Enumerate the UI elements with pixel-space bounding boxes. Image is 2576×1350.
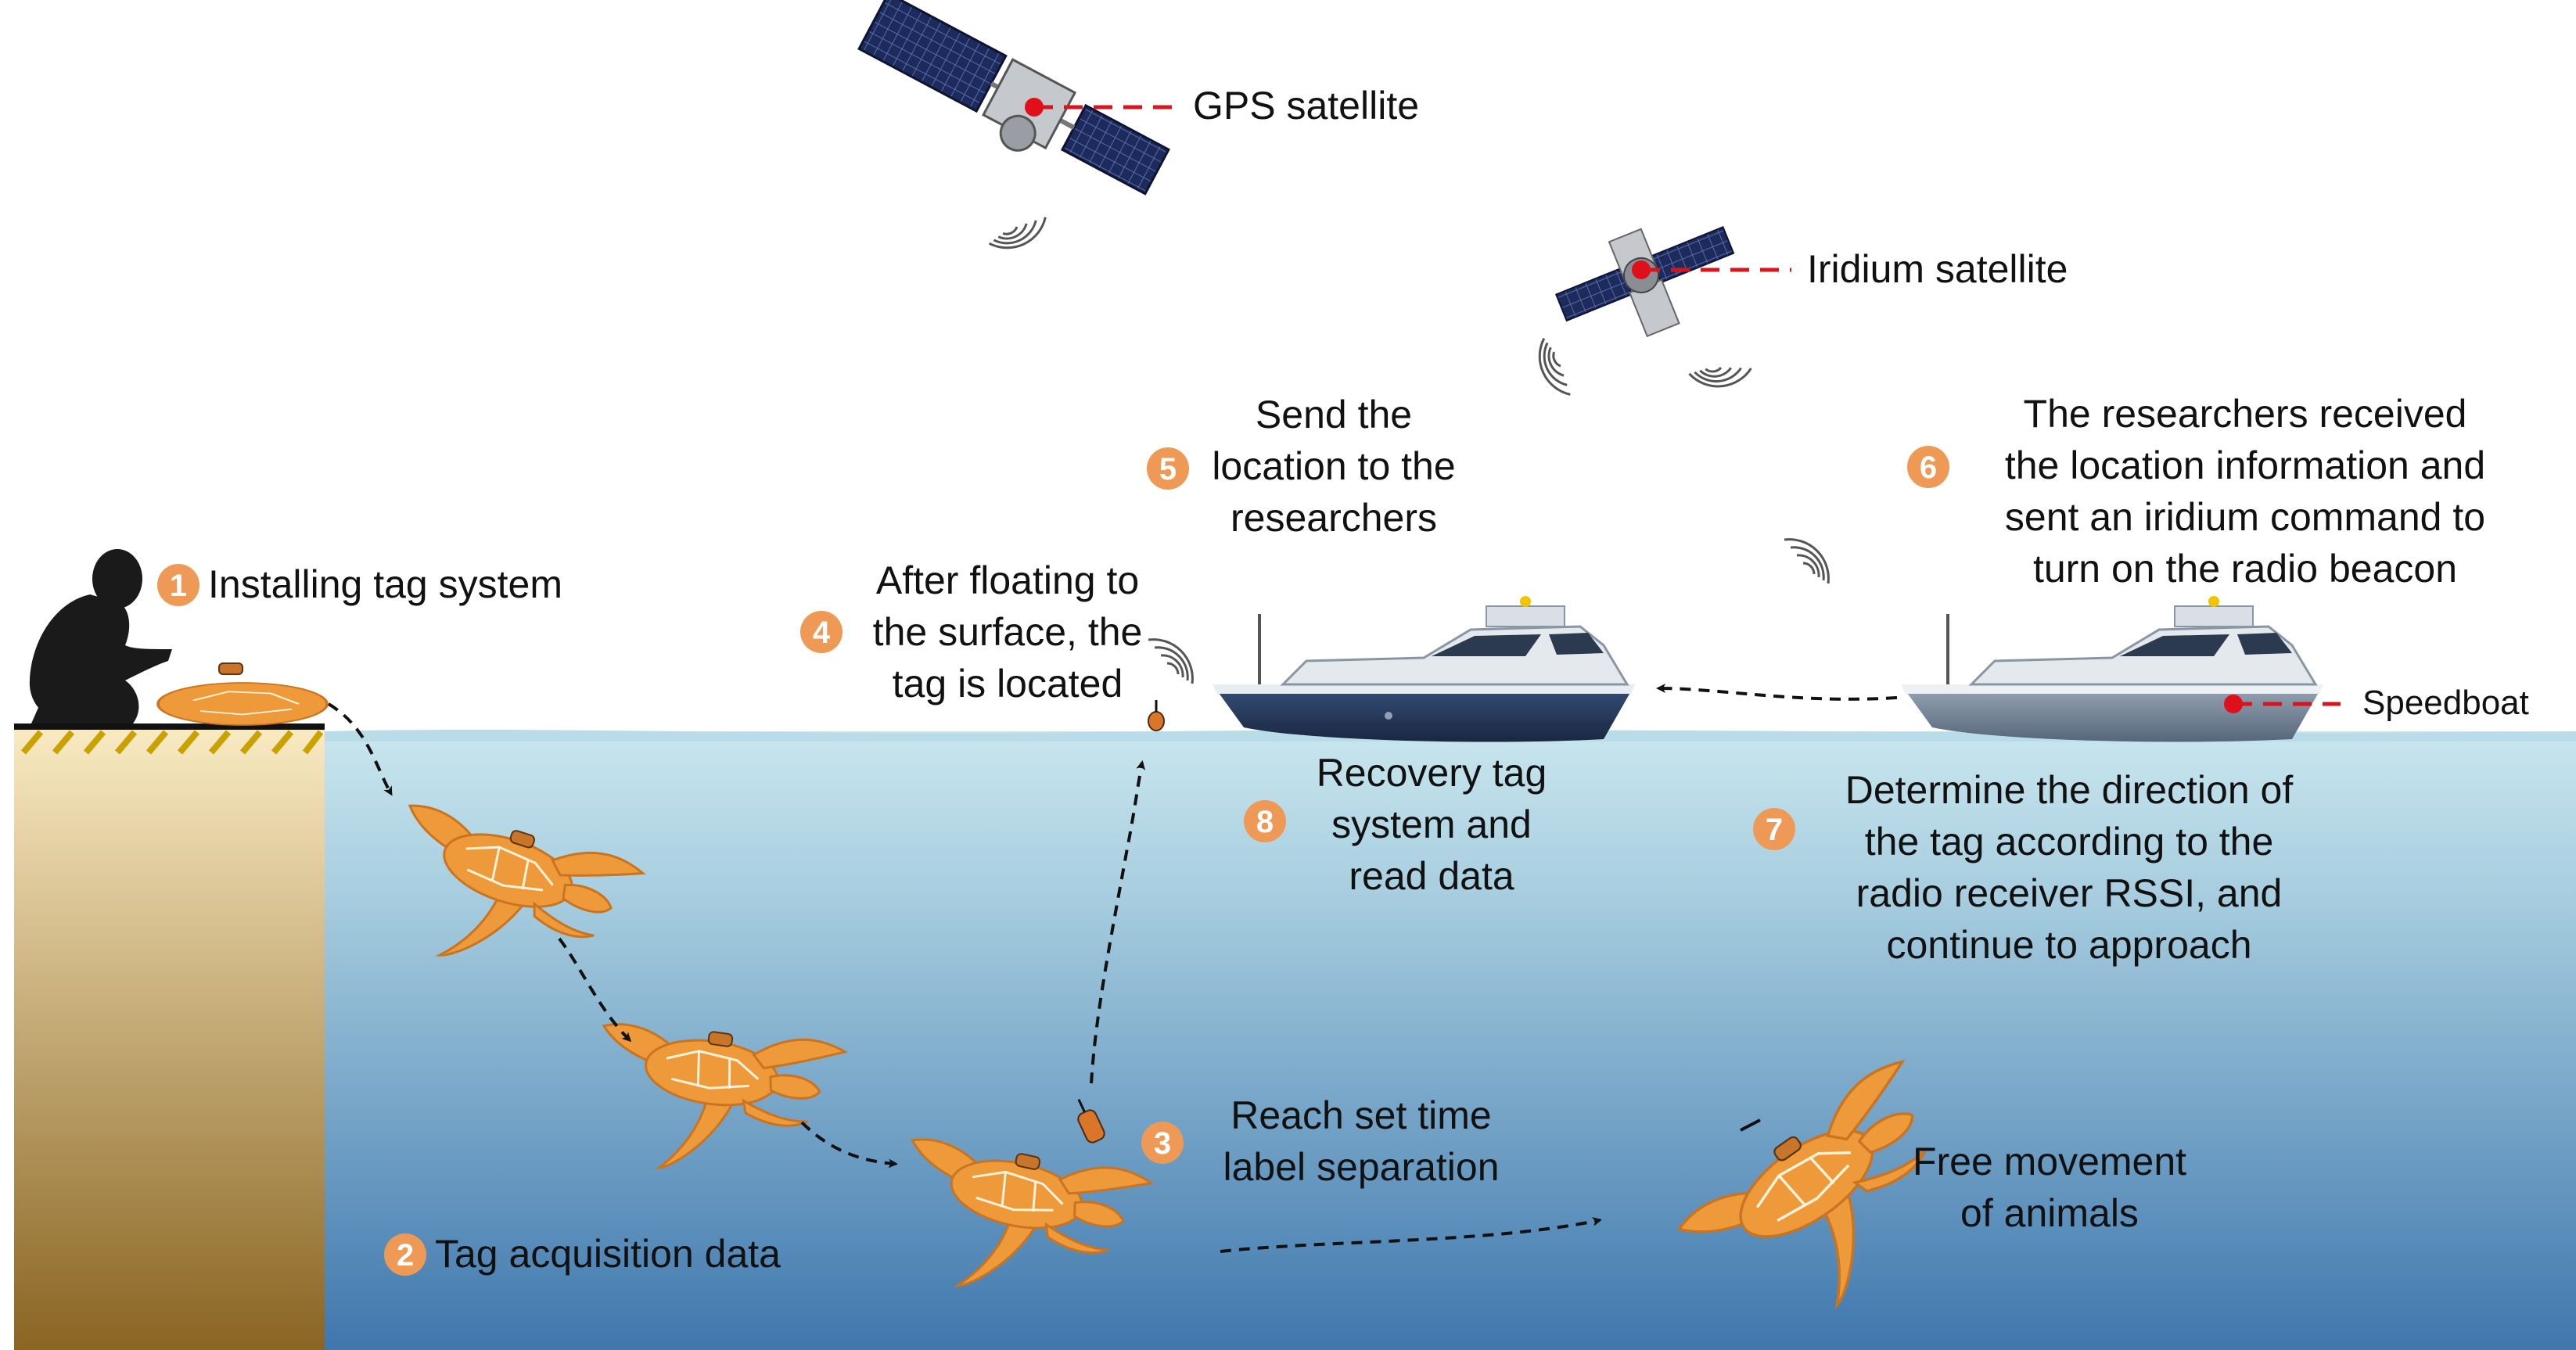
step-num-4: 4 bbox=[813, 616, 831, 650]
cliff-hatching bbox=[20, 730, 324, 755]
step-4-label: After floating to the surface, the tag i… bbox=[872, 558, 1143, 706]
step-5-label: Send the location to the researchers bbox=[1212, 393, 1456, 540]
step-8-label: Recovery tag system and read data bbox=[1316, 751, 1547, 898]
separated-tag-mark bbox=[1740, 1118, 1761, 1132]
callout-gps-satellite: GPS satellite bbox=[1193, 84, 1420, 127]
step-badge-5 bbox=[1147, 447, 1189, 490]
step-badge-6 bbox=[1907, 446, 1949, 488]
step-num-2: 2 bbox=[397, 1238, 414, 1273]
step-badge-7 bbox=[1753, 808, 1795, 850]
step-2-label: Tag acquisition data bbox=[435, 1232, 781, 1276]
iridium-signal-right-icon bbox=[1687, 339, 1753, 404]
step-num-8: 8 bbox=[1256, 805, 1274, 839]
step-badge-2 bbox=[384, 1233, 426, 1276]
step-badge-8 bbox=[1244, 800, 1286, 842]
step-num-5: 5 bbox=[1159, 452, 1177, 487]
shore-cliff bbox=[14, 723, 325, 1350]
leader-lines bbox=[1034, 105, 2341, 706]
step-3-label: Reach set time label separation bbox=[1223, 1093, 1500, 1189]
step-badge-1 bbox=[157, 564, 199, 606]
step-num-3: 3 bbox=[1154, 1126, 1171, 1161]
iridium-signal-left-icon bbox=[1527, 336, 1586, 397]
tag-on-shore-turtle bbox=[218, 662, 243, 675]
researcher-silhouette bbox=[29, 549, 173, 723]
step-num-1: 1 bbox=[170, 569, 187, 603]
speedboat bbox=[1901, 596, 2323, 742]
step-badge-4 bbox=[800, 611, 842, 653]
gps-marker bbox=[1025, 98, 1044, 117]
gps-signal-icon bbox=[987, 201, 1047, 260]
step-6-label: The researchers received the location in… bbox=[2004, 392, 2486, 591]
step-1-label: Installing tag system bbox=[208, 562, 562, 606]
speedboat-signal-icon bbox=[1783, 538, 1830, 585]
flow-arrows bbox=[327, 684, 1898, 1253]
iridium-satellite bbox=[1554, 226, 1735, 338]
speedboat-marker bbox=[2224, 695, 2243, 713]
turtle-on-shore bbox=[156, 682, 329, 726]
step-badge-3 bbox=[1141, 1122, 1184, 1164]
callout-speedboat: Speedboat bbox=[2362, 684, 2529, 722]
recovery-boat bbox=[1211, 594, 1636, 744]
step-badge-numbers: 1 2 3 4 5 6 7 8 bbox=[170, 451, 1937, 1273]
iridium-marker bbox=[1632, 260, 1651, 279]
step-badges bbox=[157, 446, 1949, 1276]
step-7-label: Determine the direction of the tag accor… bbox=[1845, 768, 2294, 967]
released-tag-underwater bbox=[1077, 1098, 1105, 1144]
free-movement-label: Free movement of animals bbox=[1912, 1140, 2187, 1235]
step-num-7: 7 bbox=[1766, 813, 1783, 847]
step-num-6: 6 bbox=[1920, 451, 1937, 485]
callout-iridium-satellite: Iridium satellite bbox=[1807, 247, 2068, 291]
floating-tag bbox=[1148, 700, 1165, 731]
